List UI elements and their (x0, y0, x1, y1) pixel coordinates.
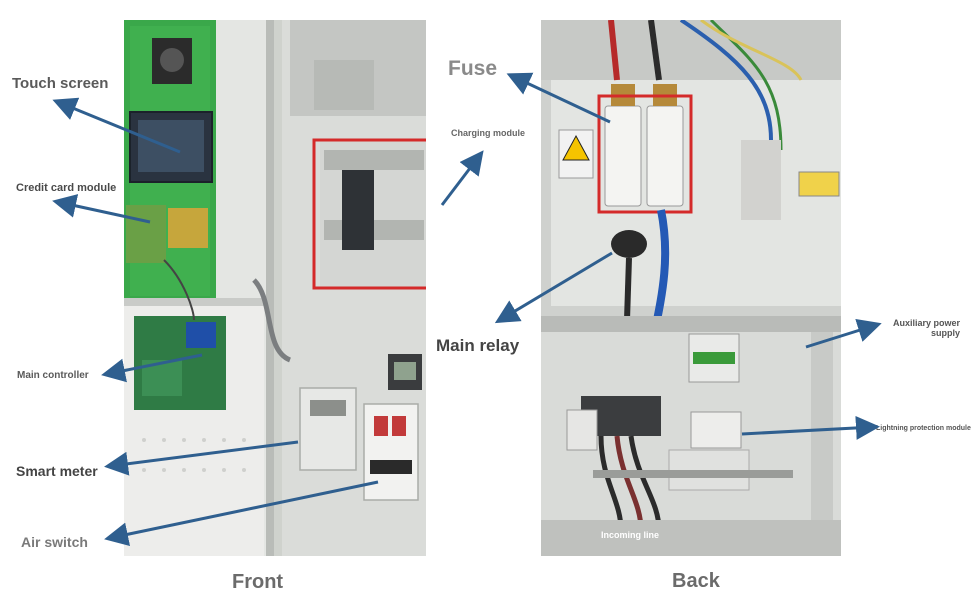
label-main-controller: Main controller (17, 370, 89, 381)
back-cabinet-photo (541, 20, 841, 556)
label-air-switch: Air switch (21, 534, 88, 550)
label-charging-module: Charging module (451, 128, 525, 138)
label-auxiliary-power-supply: Auxiliary power supply (892, 318, 960, 338)
caption-back: Back (672, 570, 720, 592)
label-lightning-protection-module: Lightning protection module (876, 425, 971, 432)
arrow-charging-module (440, 150, 484, 206)
label-incoming-line: Incoming line (601, 530, 660, 540)
front-cabinet-photo (124, 20, 426, 556)
label-touch-screen: Touch screen (12, 75, 109, 92)
label-smart-meter: Smart meter (16, 463, 98, 479)
label-main-relay: Main relay (436, 336, 520, 355)
caption-front: Front (232, 571, 284, 593)
label-fuse: Fuse (448, 57, 498, 80)
label-credit-card-module: Credit card module (16, 182, 117, 194)
